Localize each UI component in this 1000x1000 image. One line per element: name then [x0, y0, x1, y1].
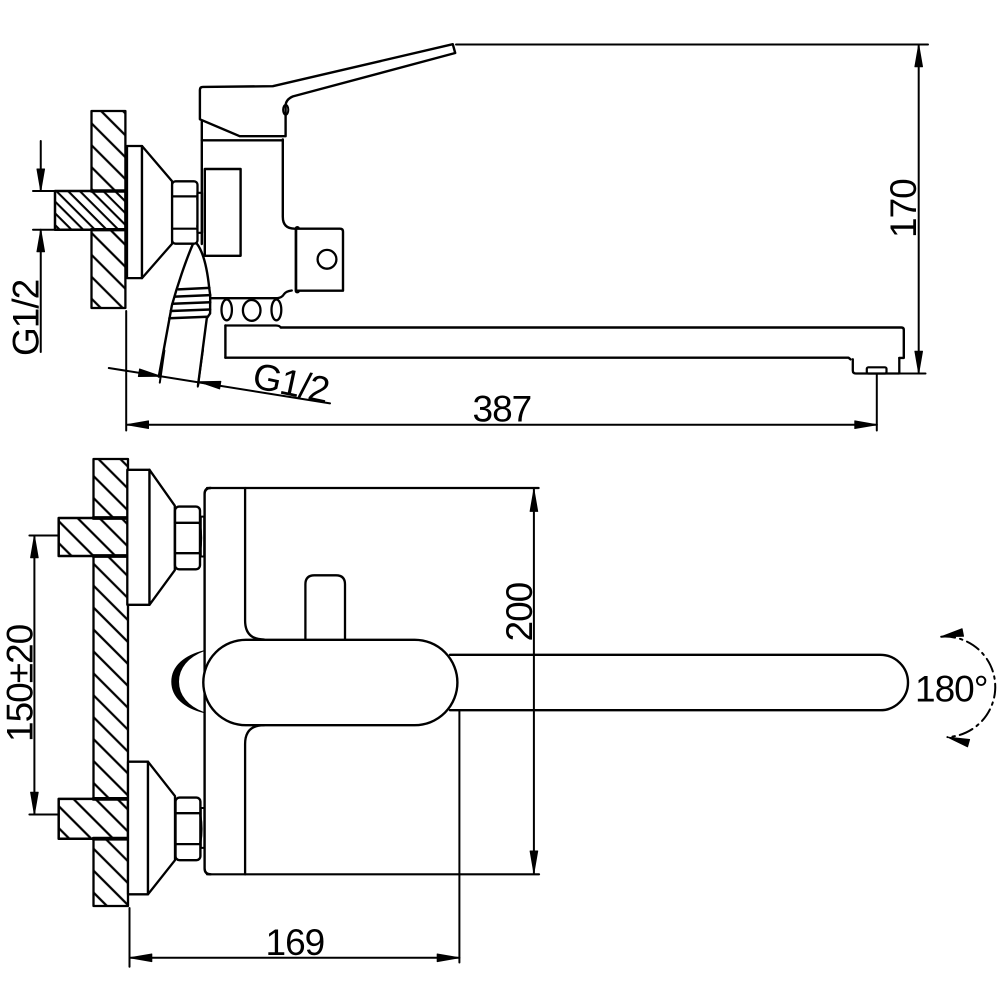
- svg-text:387: 387: [473, 389, 532, 430]
- svg-text:200: 200: [499, 582, 540, 641]
- svg-text:150±20: 150±20: [0, 624, 41, 742]
- svg-text:180°: 180°: [915, 669, 988, 710]
- svg-text:170: 170: [883, 179, 924, 238]
- svg-text:G1/2: G1/2: [6, 280, 47, 356]
- svg-text:169: 169: [266, 922, 325, 963]
